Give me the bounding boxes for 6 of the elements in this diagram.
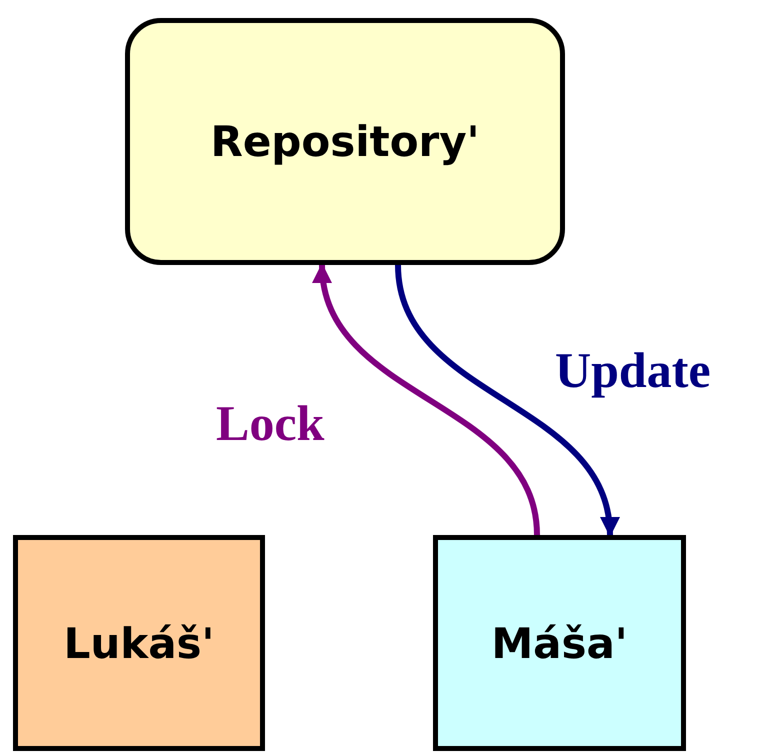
process-box: Máša' [433,535,686,751]
process-box: Lukáš' [13,535,265,751]
arrow [314,263,540,536]
process-box: Repository' [125,18,565,265]
arrow [395,264,618,537]
edge-label: Lock [216,398,324,448]
